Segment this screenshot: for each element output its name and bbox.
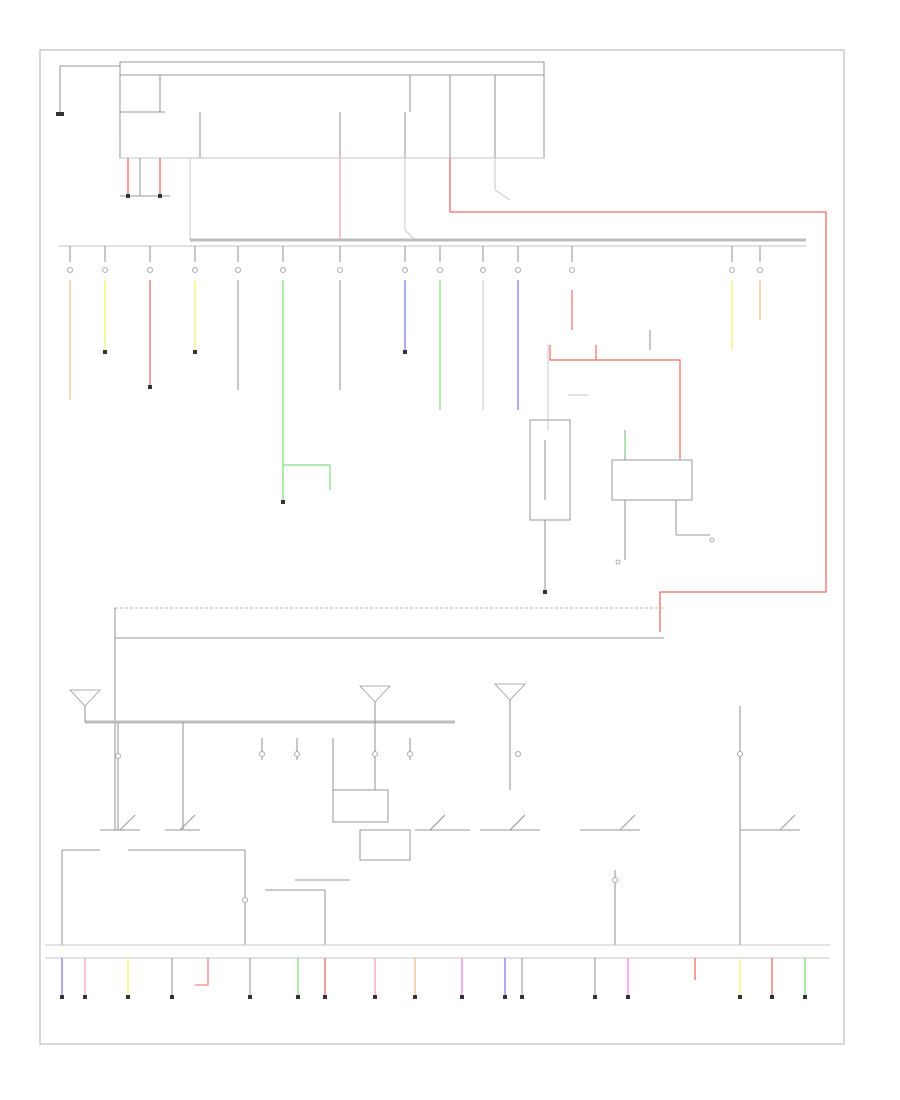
control-module-network bbox=[529, 330, 715, 594]
power-distribution-box bbox=[119, 61, 545, 159]
lower-circuits bbox=[61, 706, 800, 945]
ground-group-top-left bbox=[120, 158, 170, 198]
battery bbox=[56, 65, 120, 116]
diagram-frame bbox=[39, 49, 845, 1045]
bottom-drops bbox=[60, 958, 807, 999]
lower-triangles bbox=[69, 683, 526, 722]
pdb-feeds bbox=[189, 158, 827, 632]
fuse-drops bbox=[67, 246, 763, 504]
